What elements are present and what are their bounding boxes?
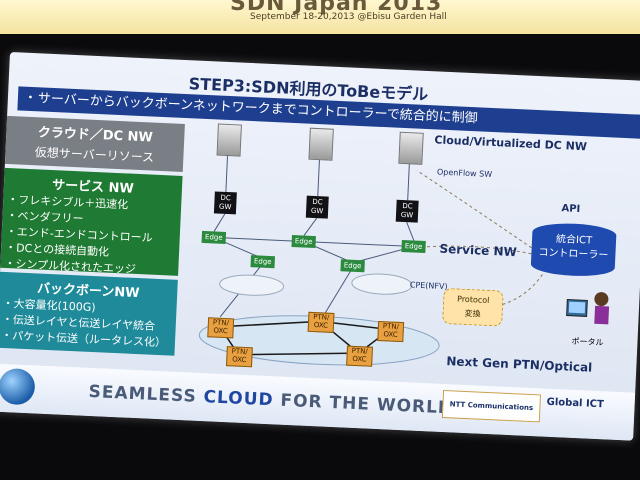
- dc-gateway: DC GW: [305, 195, 329, 219]
- ict-controller: 統合ICT コントローラー: [530, 221, 617, 278]
- ptn-node: PTN/ OXC: [377, 320, 405, 343]
- slogan-part: FOR THE WORLD: [273, 390, 454, 419]
- global-ict-logo: Global ICT: [546, 396, 605, 411]
- edge-node: Edge: [291, 234, 316, 249]
- slogan: SEAMLESS CLOUD FOR THE WORLD: [88, 382, 453, 419]
- edge-node: Edge: [340, 259, 365, 273]
- portal-label: ポータル: [571, 336, 604, 348]
- server-icon: [398, 131, 424, 165]
- left-panel: クラウド／DC NW 仮想サーバーリソース サービス NW ・フレキシブル＋迅速…: [0, 115, 185, 356]
- ntt-logo: NTT Communications: [441, 389, 542, 423]
- service-box: サービス NW ・フレキシブル＋迅速化 ・ベンダフリー ・エンド-エンドコントロ…: [0, 167, 183, 291]
- protocol-conversion: Protocol 変換: [442, 287, 504, 327]
- slogan-part: SEAMLESS: [88, 381, 205, 408]
- api-label: API: [561, 203, 581, 216]
- dc-gateway: DC GW: [213, 191, 237, 215]
- edge-node: Edge: [250, 255, 276, 269]
- projected-slide: STEP3:SDN利用のToBeモデル サーバーからバックボーンネットワークまで…: [0, 52, 640, 441]
- network-diagram: DC GW DC GW DC GW Edge Edge Edge Edge Ed…: [178, 120, 639, 392]
- ptn-node: PTN/ OXC: [225, 346, 253, 368]
- dc-gateway: DC GW: [395, 199, 419, 223]
- edge-node: Edge: [401, 239, 426, 254]
- portal-user-icon: [566, 292, 610, 325]
- ptn-node: PTN/ OXC: [307, 311, 335, 333]
- cloud-box: クラウド／DC NW 仮想サーバーリソース: [4, 115, 185, 172]
- server-icon: [216, 123, 242, 157]
- connection-lines: [198, 153, 543, 366]
- controller-line2: コントローラー: [538, 247, 609, 262]
- edge-node: Edge: [201, 230, 227, 244]
- server-icon: [308, 127, 334, 161]
- event-date: September 18-20,2013 @Ebisu Garden Hall: [250, 12, 447, 22]
- ptn-node: PTN/ OXC: [346, 345, 374, 367]
- backbone-box: バックボーンNW ・大容量化(100G) ・伝送レイヤと伝送レイヤ統合 ・パケッ…: [0, 271, 178, 356]
- protocol-line2: 変換: [464, 308, 481, 319]
- cpe-label: CPE(NFV): [409, 280, 448, 292]
- event-title: SDN Japan 2013: [230, 0, 443, 16]
- slogan-highlight: CLOUD: [203, 387, 275, 411]
- ptn-node: PTN/ OXC: [207, 317, 235, 339]
- event-banner: SDN Japan 2013 September 18-20,2013 @Ebi…: [0, 0, 640, 34]
- globe-icon: [0, 367, 36, 406]
